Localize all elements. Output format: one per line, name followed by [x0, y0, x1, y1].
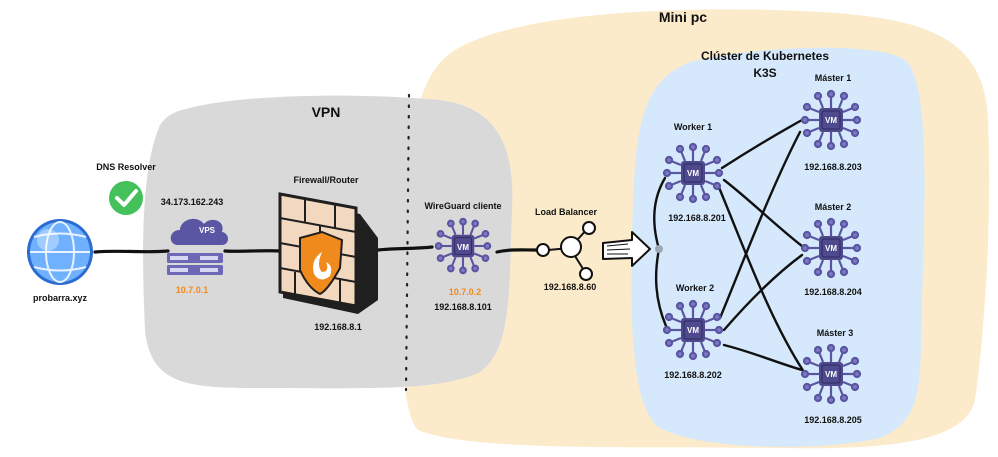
client-label: probarra.xyz: [33, 293, 88, 303]
worker1-badge: VM: [687, 169, 699, 178]
master2-badge: VM: [825, 244, 837, 253]
worker1-ip: 192.168.8.201: [668, 213, 726, 223]
link-w1-m1: [720, 118, 804, 170]
link-client-vps: [93, 249, 170, 254]
wireguard-ip: 192.168.8.101: [434, 302, 492, 312]
master3-title: Máster 3: [817, 328, 854, 338]
vpn-label: VPN: [312, 104, 341, 120]
firewall-ip: 192.168.8.1: [314, 322, 362, 332]
link-w2-m2: [722, 253, 804, 332]
zone-separator: [404, 93, 411, 392]
master1-title: Máster 1: [815, 73, 852, 83]
master3-ip: 192.168.8.205: [804, 415, 862, 425]
check-circle-icon: [109, 181, 143, 215]
cloud-server-icon: [167, 218, 228, 275]
link-firewall-wireguard: [376, 245, 434, 252]
link-lb-worker1: [653, 176, 667, 251]
master2-ip: 192.168.8.204: [804, 287, 862, 297]
link-wireguard-lb: [495, 248, 540, 254]
link-w2-m1: [718, 130, 802, 320]
lb-ip: 192.168.8.60: [544, 282, 597, 292]
vps-public-ip: 34.173.162.243: [161, 197, 224, 207]
worker2-title: Worker 2: [676, 283, 714, 293]
cluster-subtitle: K3S: [753, 66, 776, 80]
master2-title: Máster 2: [815, 202, 852, 212]
firewall-title: Firewall/Router: [293, 175, 359, 185]
wireguard-title: WireGuard cliente: [425, 201, 502, 211]
arrow-right-icon: [602, 231, 663, 267]
firewall-shield-icon: [278, 192, 378, 314]
cluster-zone: [631, 47, 925, 447]
master1-ip: 192.168.8.203: [804, 162, 862, 172]
vps-badge: VPS: [199, 226, 216, 235]
wireguard-badge: VM: [457, 243, 469, 252]
link-w1-m3: [716, 183, 806, 374]
master1-badge: VM: [825, 116, 837, 125]
lb-title: Load Balancer: [535, 207, 598, 217]
worker2-ip: 192.168.8.202: [664, 370, 722, 380]
master3-badge: VM: [825, 370, 837, 379]
link-lb-worker2: [654, 247, 668, 328]
worker1-title: Worker 1: [674, 122, 712, 132]
minipc-label: Mini pc: [659, 9, 707, 25]
globe-icon: [27, 219, 93, 285]
worker2-badge: VM: [687, 326, 699, 335]
link-w2-m3: [722, 343, 804, 372]
cluster-title: Clúster de Kubernetes: [701, 49, 829, 63]
wireguard-vpn-ip: 10.7.0.2: [449, 287, 482, 297]
dns-label: DNS Resolver: [96, 162, 156, 172]
link-vps-firewall: [223, 249, 284, 253]
share-nodes-icon: [536, 221, 596, 281]
vps-vpn-ip: 10.7.0.1: [176, 285, 209, 295]
